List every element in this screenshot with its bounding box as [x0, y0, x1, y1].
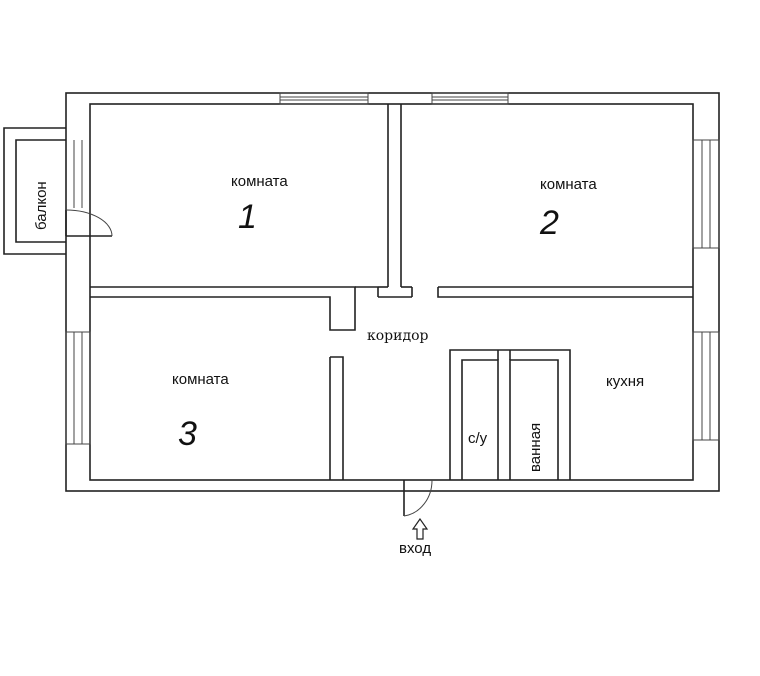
room1-number: 1	[238, 198, 257, 236]
outer-wall	[65, 92, 720, 492]
corridor-label: коридор	[367, 328, 429, 344]
toilet-label: с/у	[468, 430, 488, 447]
wall-bathroom-block	[449, 349, 571, 480]
window-right-lower	[692, 331, 720, 441]
balcony-label: балкон	[33, 181, 50, 230]
balcony	[3, 127, 83, 255]
room3-label: комната	[172, 371, 229, 388]
window-top-right	[431, 92, 509, 105]
wall-room3-corridor	[329, 356, 344, 480]
window-left-lower	[65, 331, 91, 445]
room2-number: 2	[539, 204, 559, 242]
wall-room1-room2	[377, 104, 413, 298]
room2-label: комната	[540, 176, 597, 193]
window-right-upper	[692, 139, 720, 249]
entrance-door	[403, 479, 433, 517]
room1-label: комната	[231, 173, 288, 190]
window-top-left	[279, 92, 369, 105]
wall-middle-right	[437, 286, 693, 298]
room3-number: 3	[178, 415, 197, 453]
wall-middle-left	[90, 286, 378, 331]
bathroom-label: ванная	[527, 423, 544, 472]
entrance-label: вход	[399, 540, 431, 557]
entrance-arrow-icon	[411, 517, 429, 540]
kitchen-label: кухня	[606, 373, 644, 390]
balcony-door	[65, 209, 113, 237]
